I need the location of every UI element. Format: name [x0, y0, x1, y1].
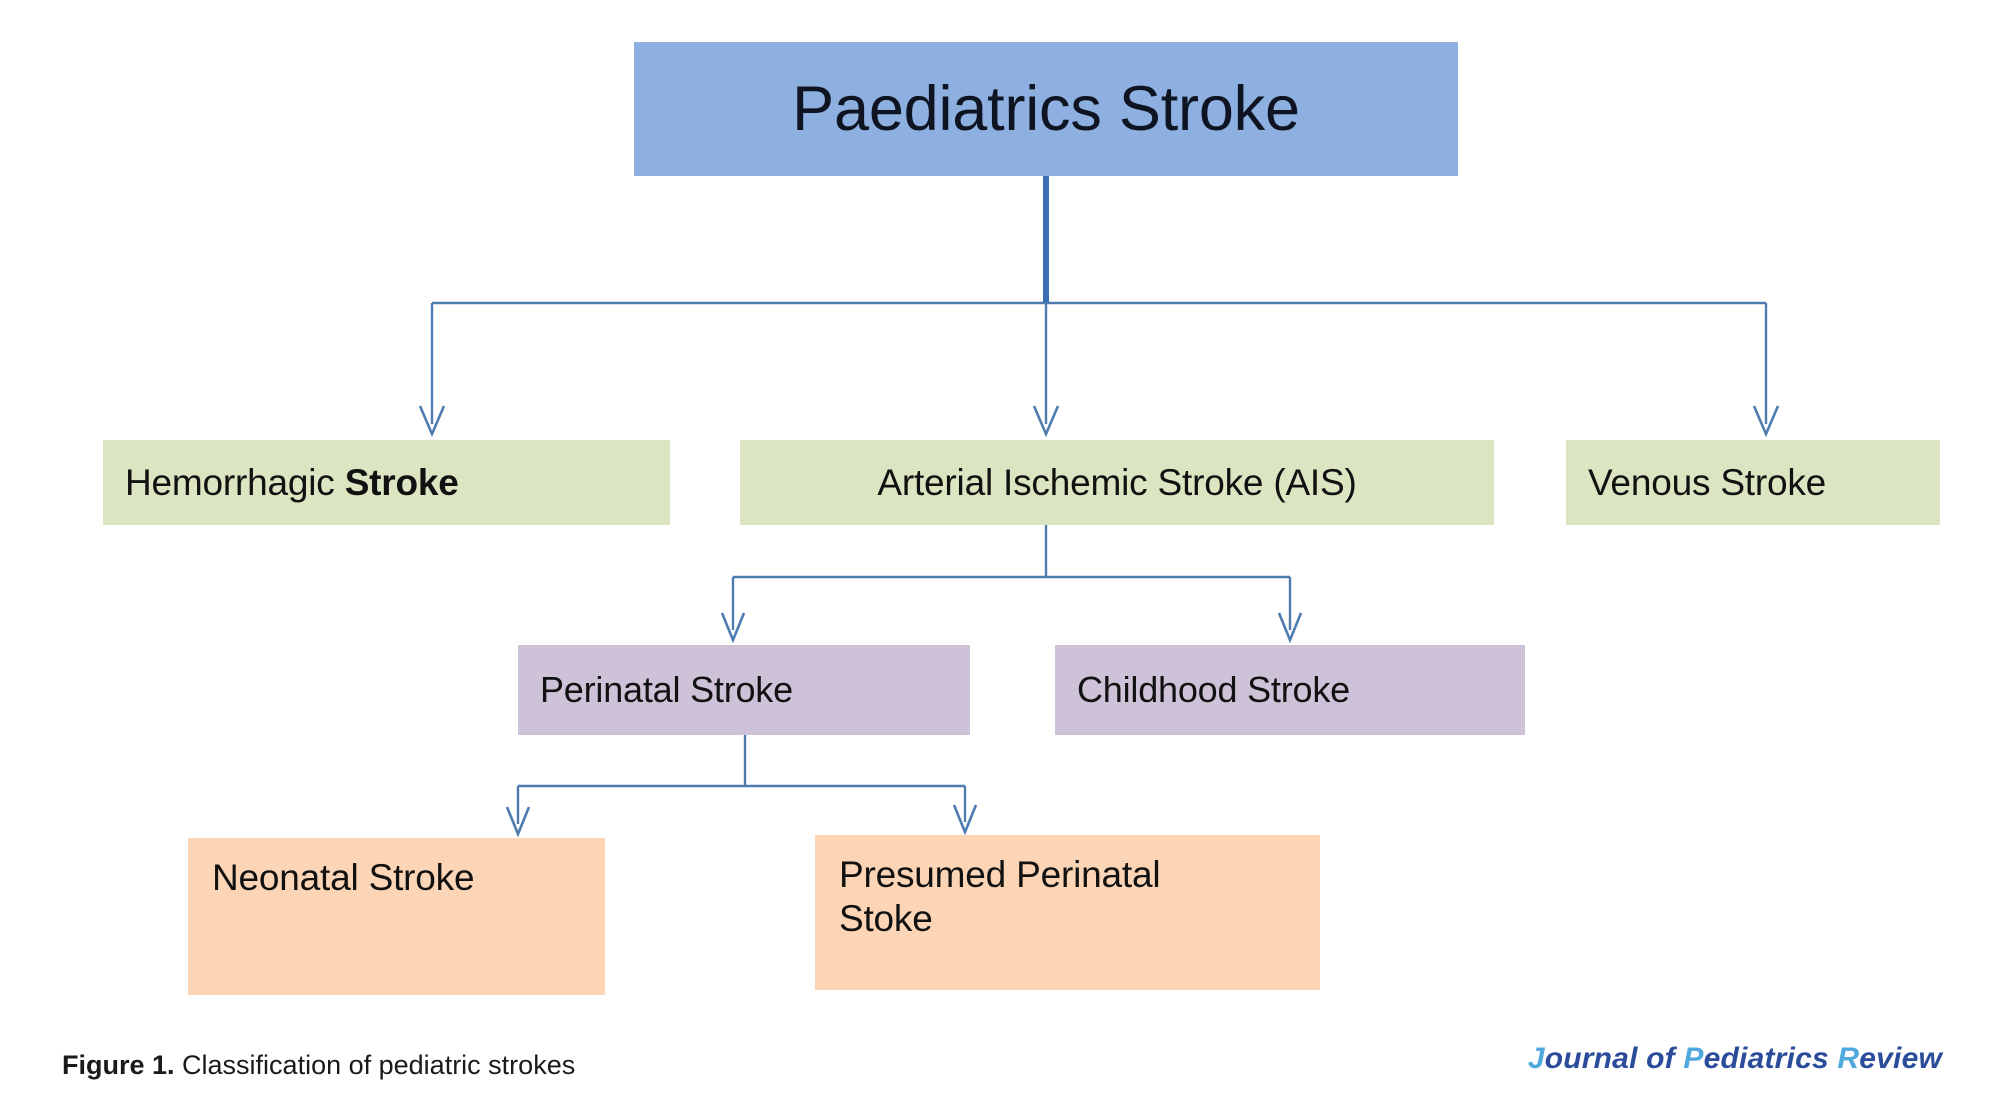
- journal-word1-initial: J: [1527, 1042, 1545, 1075]
- node-label-perinatal-stroke: Perinatal Stroke: [540, 668, 793, 710]
- journal-word2: of: [1646, 1042, 1675, 1075]
- node-label-hemorrhagic-stroke: Hemorrhagic Stroke: [103, 461, 670, 505]
- node-label-neonatal-stroke: Neonatal Stroke: [212, 857, 475, 898]
- figure-caption-text: Classification of pediatric strokes: [182, 1050, 576, 1080]
- node-paediatrics-stroke[interactable]: Paediatrics Stroke: [634, 42, 1458, 176]
- node-label-arterial-ischemic-stroke: Arterial Ischemic Stroke (AIS): [877, 461, 1357, 503]
- journal-word4-rest: eview: [1859, 1042, 1942, 1075]
- node-neonatal-stroke[interactable]: Neonatal Stroke: [188, 838, 605, 995]
- journal-word3-initial: P: [1683, 1042, 1704, 1075]
- presumed-label-line2: Stoke: [839, 897, 933, 939]
- journal-word3-rest: ediatrics: [1703, 1042, 1829, 1075]
- node-label-venous-stroke: Venous Stroke: [1588, 461, 1827, 503]
- journal-word1-rest: ournal: [1544, 1042, 1638, 1075]
- hemorrhagic-label-part1: Hemorrhagic: [125, 461, 345, 503]
- arrowhead-ais: [1032, 405, 1060, 438]
- arrowhead-perinatal: [720, 612, 746, 644]
- node-label-paediatrics-stroke: Paediatrics Stroke: [792, 73, 1300, 144]
- journal-word4-initial: R: [1837, 1042, 1860, 1075]
- node-arterial-ischemic-stroke[interactable]: Arterial Ischemic Stroke (AIS): [740, 440, 1494, 525]
- presumed-label-line1: Presumed Perinatal: [839, 854, 1161, 895]
- arrowhead-venous: [1752, 405, 1780, 438]
- arrowhead-hemorrhagic: [418, 405, 446, 438]
- node-childhood-stroke[interactable]: Childhood Stroke: [1055, 645, 1525, 735]
- node-perinatal-stroke[interactable]: Perinatal Stroke: [518, 645, 970, 735]
- node-label-childhood-stroke: Childhood Stroke: [1077, 668, 1350, 710]
- figure-caption-label: Figure 1.: [62, 1050, 175, 1080]
- hemorrhagic-label-part2: Stroke: [344, 461, 459, 503]
- node-hemorrhagic-stroke[interactable]: Hemorrhagic Stroke: [103, 440, 670, 525]
- node-venous-stroke[interactable]: Venous Stroke: [1566, 440, 1940, 525]
- journal-wordmark: Journal of Pediatrics Review: [1528, 1042, 1942, 1076]
- arrowhead-presumed-perinatal: [952, 804, 978, 836]
- figure-caption: Figure 1. Classification of pediatric st…: [62, 1050, 575, 1081]
- arrowhead-childhood: [1277, 612, 1303, 644]
- arrowhead-neonatal: [505, 806, 531, 838]
